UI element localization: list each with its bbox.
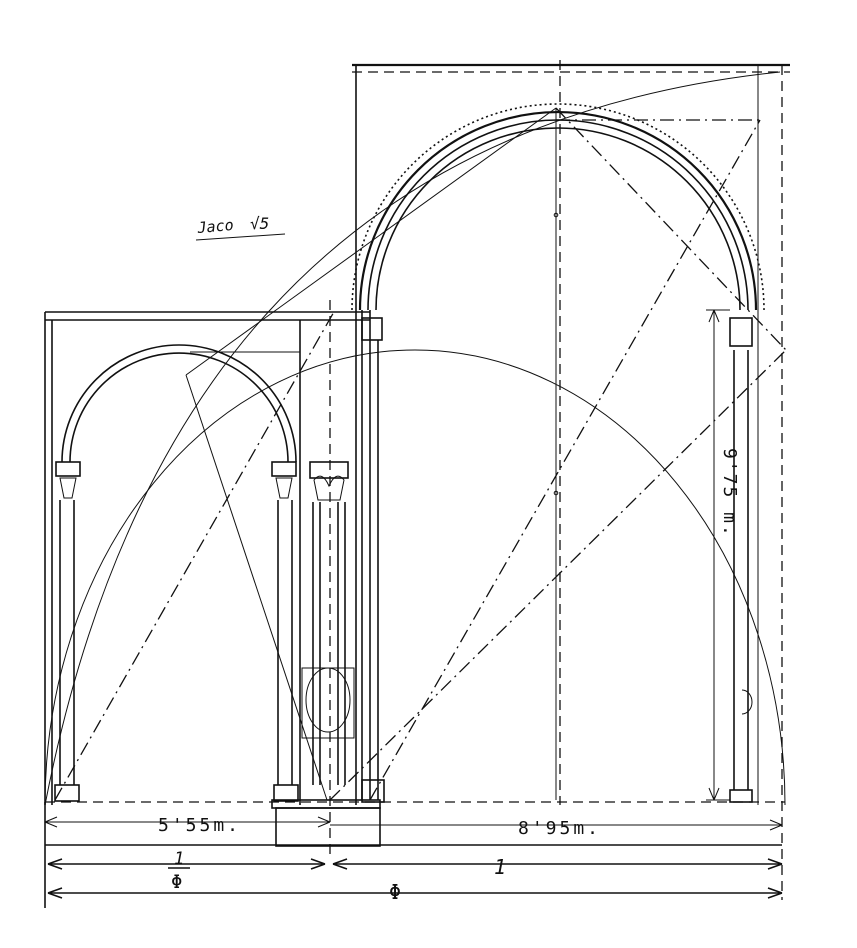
- height-label: 9'75 m.: [719, 448, 740, 538]
- left-span-label: 5'55m.: [158, 815, 241, 836]
- ratio-total-label: Φ: [389, 880, 401, 904]
- right-span-label: 8'95m.: [518, 818, 601, 839]
- labels: Jaco √5 5'55m. 8'95m. 9'75 m. 1 Φ 1 Φ: [158, 214, 740, 904]
- ratio-unit-label: 1: [494, 855, 506, 879]
- ratio-inverse-top: 1: [174, 849, 184, 869]
- large-arch-bay: [351, 103, 765, 803]
- signature-mark: √5: [250, 214, 269, 233]
- top-frame: [352, 60, 790, 900]
- construction-geometry: [44, 71, 787, 806]
- central-pier: [271, 300, 381, 860]
- ratio-inverse-bottom: Φ: [171, 871, 182, 893]
- dimension-lines: [44, 309, 785, 908]
- signature-text: Jaco: [196, 216, 235, 237]
